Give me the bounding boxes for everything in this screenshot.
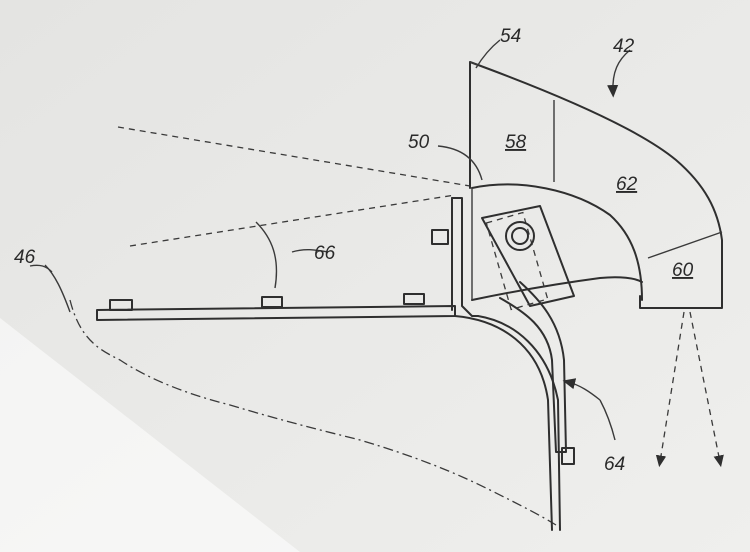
inner-curve [471, 183, 643, 301]
label-left-part: 46 [14, 247, 36, 268]
label-hood: 54 [500, 26, 521, 47]
label-assembly: 42 [613, 36, 635, 57]
label-deflector: 64 [604, 454, 625, 475]
angle-leader [291, 249, 329, 253]
assembly-arrow [607, 49, 631, 98]
vertical-bracket [451, 197, 479, 317]
label-outlet-panel: 60 [672, 260, 694, 281]
bracket-bolt [431, 229, 449, 245]
pivot-leader [437, 145, 483, 181]
outlet-divider [647, 231, 723, 259]
support-curve [454, 315, 553, 531]
hood-outline [469, 61, 723, 309]
pivot-bolt-inner [511, 227, 529, 245]
deflector-leader-tail [599, 399, 616, 441]
bolt-head [261, 296, 283, 308]
left-part-leader [29, 264, 53, 273]
base-bolts [109, 293, 425, 311]
label-pivot: 50 [408, 132, 430, 153]
label-curved-panel: 62 [616, 174, 638, 195]
upper-sight-line [117, 126, 471, 187]
paper-highlight [0, 318, 300, 552]
deflector-bolt [561, 447, 575, 465]
hood-leader [475, 39, 501, 69]
bolt-head [403, 293, 425, 305]
angle-arc [255, 221, 278, 289]
label-upper-panel: 58 [505, 132, 527, 153]
support-curve-inner [477, 315, 561, 531]
pivot-bolt [505, 221, 535, 251]
slot-outline [485, 211, 549, 311]
pivot-plate [481, 205, 575, 307]
ground-outline [69, 299, 557, 526]
label-angle: 66 [314, 243, 336, 264]
discharge-arrow-right [689, 311, 724, 468]
bolt-head [109, 299, 133, 311]
hood-top [469, 61, 479, 66]
deflector-leader [562, 378, 601, 401]
hood-lower-edge [471, 276, 643, 301]
discharge-arrow-left [655, 311, 685, 468]
